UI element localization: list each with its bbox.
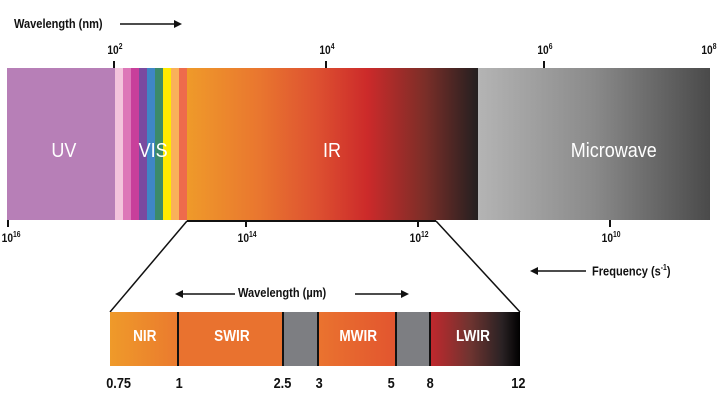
vis-color-stripe: [131, 68, 140, 220]
swir-label: SWIR: [214, 328, 250, 345]
vis-color-stripe: [139, 68, 148, 220]
vis-color-stripe: [163, 68, 172, 220]
bottom-tick-label: 1010: [601, 230, 621, 245]
tick-mark: [113, 61, 115, 68]
microwave-band: [478, 68, 710, 220]
vis-color-stripe: [123, 68, 132, 220]
mwir-region: [318, 312, 396, 366]
tick-mark: [543, 61, 545, 68]
boundary-label: 2.5: [273, 375, 292, 392]
tick-mark: [609, 220, 611, 227]
tick-mark: [325, 61, 327, 68]
top-tick-label: 106: [537, 42, 553, 57]
boundary-label: 0.75: [106, 375, 132, 392]
right-arrow-icon: [355, 290, 409, 298]
vis-color-stripe: [179, 68, 188, 220]
uv-band: [7, 68, 115, 220]
microwave-label: Microwave: [570, 140, 657, 162]
ir-label: IR: [323, 140, 341, 162]
nir-region: [110, 312, 178, 366]
ir-band: [187, 68, 478, 220]
divider: [395, 312, 397, 366]
top-tick-label: 102: [107, 42, 123, 57]
nir-label: NIR: [133, 328, 157, 345]
wavelength-nm-label: Wavelength (nm): [14, 16, 103, 31]
tick-mark: [417, 220, 419, 227]
left-arrow-icon: [175, 290, 235, 298]
bottom-tick-label: 1014: [237, 230, 257, 245]
divider: [429, 312, 431, 366]
right-arrow-icon: [120, 20, 182, 28]
vis-color-stripe: [171, 68, 180, 220]
vis-color-stripe: [155, 68, 164, 220]
wavelength-um-label: Wavelength (µm): [238, 285, 327, 300]
boundary-label: 1: [175, 375, 183, 392]
divider: [282, 312, 284, 366]
gap-region: [283, 312, 318, 366]
uv-label: UV: [51, 140, 77, 162]
lwir-label: LWIR: [456, 328, 490, 345]
left-arrow-icon: [530, 267, 586, 275]
lwir-region: [430, 312, 520, 366]
vis-color-stripe: [115, 68, 124, 220]
top-tick-label: 104: [319, 42, 335, 57]
bottom-tick-label: 1016: [1, 230, 21, 245]
tick-mark: [245, 220, 247, 227]
divider: [317, 312, 319, 366]
bottom-tick-label: 1012: [409, 230, 429, 245]
boundary-label: 5: [387, 375, 395, 392]
gap-region: [396, 312, 430, 366]
boundary-label: 12: [511, 375, 526, 392]
swir-region: [178, 312, 283, 366]
vis-color-stripe: [147, 68, 156, 220]
divider: [177, 312, 179, 366]
frequency-label: Frequency (s-1): [592, 263, 671, 279]
top-tick-label: 108: [701, 42, 717, 57]
boundary-label: 8: [426, 375, 434, 392]
boundary-label: 3: [315, 375, 323, 392]
tick-mark: [7, 220, 9, 227]
mwir-label: MWIR: [339, 328, 378, 345]
vis-label: VIS: [138, 140, 168, 162]
